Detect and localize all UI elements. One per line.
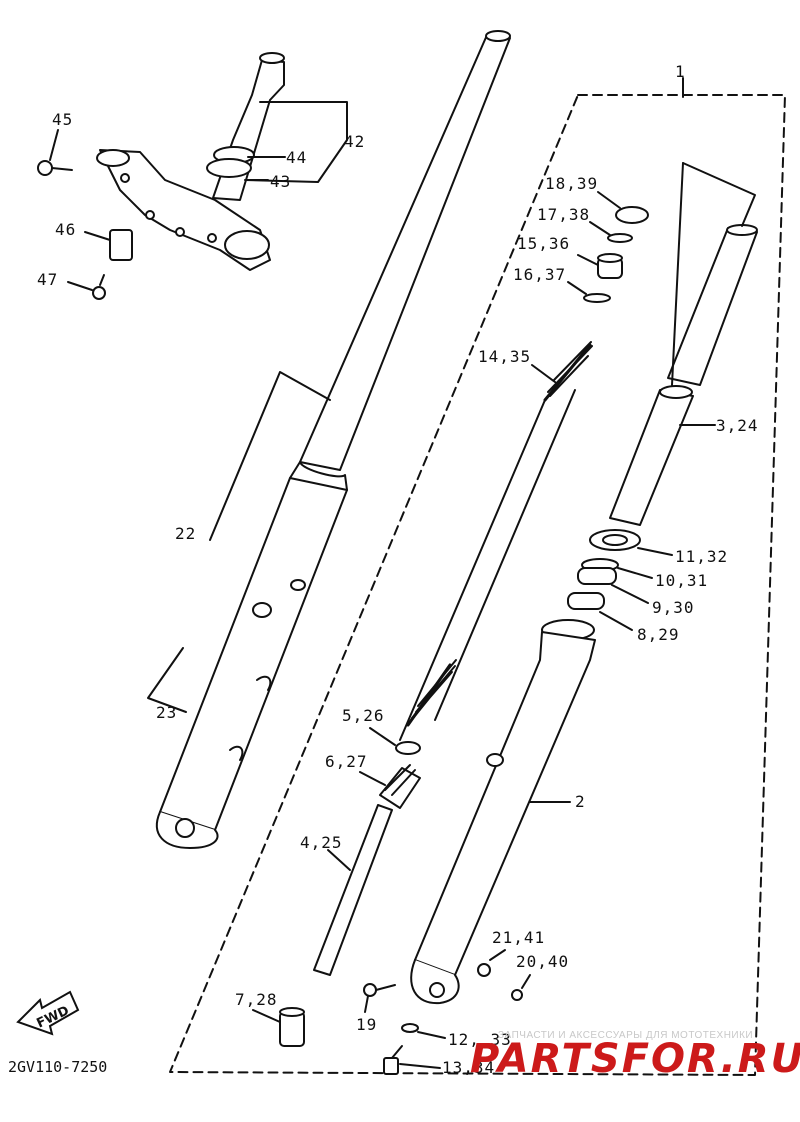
callout-22: 22	[175, 524, 197, 543]
spring-rod-line-a	[399, 399, 546, 741]
callout-1: 1	[675, 62, 686, 81]
leader-47	[67, 281, 93, 291]
washer-12-33	[401, 1023, 419, 1033]
bolt-19	[363, 983, 396, 997]
seal-9-30	[577, 567, 617, 585]
seal-11-32	[589, 529, 641, 551]
bolt-45	[37, 160, 73, 176]
callout-14-35: 14,35	[478, 347, 532, 366]
inner-tube-3-24	[609, 224, 758, 526]
callout-45: 45	[52, 110, 74, 129]
callout-47: 47	[37, 270, 59, 289]
leader-10-31	[617, 567, 653, 579]
leader-4-25	[327, 849, 351, 871]
callout-10-31: 10,31	[655, 571, 709, 590]
leader-5-26	[369, 727, 396, 746]
callout-4-25: 4,25	[300, 833, 343, 852]
callout-16-37: 16,37	[513, 265, 567, 284]
leader-17-38	[589, 221, 611, 236]
callout-6-27: 6,27	[325, 752, 368, 771]
callout-11-32: 11,32	[675, 547, 729, 566]
clamp-46	[109, 229, 133, 261]
cap-18-39	[615, 206, 649, 224]
callout-18-39: 18,39	[545, 174, 599, 193]
leader-9-30	[611, 584, 649, 604]
callout-43: 43	[270, 172, 292, 191]
screw-20-40	[511, 989, 523, 1001]
leader-19	[364, 995, 369, 1013]
o-ring-16-37	[583, 293, 611, 303]
leader-11-32	[637, 547, 673, 556]
callout-9-30: 9,30	[652, 598, 695, 617]
callout-13-34: 13,34	[442, 1058, 496, 1077]
outer-slider-2	[410, 619, 596, 1005]
outer-fork-tube-22	[155, 30, 511, 849]
washer-8-29	[567, 592, 605, 610]
clip-17-38	[607, 233, 633, 243]
callout-21-41: 21,41	[492, 928, 546, 947]
leader-21-41	[489, 949, 506, 961]
callout-20-40: 20,40	[516, 952, 570, 971]
oil-lock-7-28	[279, 1007, 305, 1047]
washer-21-41	[477, 963, 491, 977]
callout-3-24: 3,24	[716, 416, 759, 435]
bushing-15-36	[597, 253, 623, 279]
leader-45	[49, 129, 59, 161]
callout-17-38: 17,38	[537, 205, 591, 224]
fork-spring-lower	[406, 659, 457, 727]
leader-7-28	[252, 1009, 281, 1023]
callout-12-33: 12, 33	[448, 1030, 512, 1049]
callout-19: 19	[356, 1015, 378, 1034]
leader-6-27	[359, 771, 386, 786]
leader-20-40	[521, 974, 531, 989]
callout-5-26: 5,26	[342, 706, 385, 725]
watermark-logo: PARTSFOR.RU	[470, 1036, 800, 1082]
callout-7-28: 7,28	[235, 990, 278, 1009]
leader-3-24	[682, 162, 756, 227]
spring-rod-line-b	[434, 389, 576, 721]
leader-3-24b	[671, 162, 684, 386]
leader-13-34	[399, 1063, 441, 1069]
callout-2: 2	[575, 792, 586, 811]
steering-stem-42	[96, 52, 285, 271]
washer-5-26	[395, 741, 421, 755]
leader-23	[147, 647, 187, 713]
fwd-arrow-icon	[16, 990, 80, 1036]
leader-22	[209, 371, 331, 541]
watermark-caption: ЗАПЧАСТИ И АКСЕССУАРЫ ДЛЯ МОТОТЕХНИКИ	[498, 1030, 754, 1041]
callout-44: 44	[286, 148, 308, 167]
leader-15-36	[577, 254, 599, 266]
bolt-13-34	[383, 1045, 403, 1075]
fork-spring-upper	[543, 341, 593, 402]
leader-8-29	[599, 611, 633, 631]
leader-12-33	[417, 1031, 446, 1039]
callout-42: 42	[344, 132, 366, 151]
callout-8-29: 8,29	[637, 625, 680, 644]
assembly-boundary-1	[169, 94, 786, 1076]
callout-15-36: 15,36	[517, 234, 571, 253]
callout-23: 23	[156, 703, 178, 722]
damper-rod-4-25	[313, 804, 393, 976]
piston-ring-6-27	[379, 764, 421, 809]
leader-46	[84, 231, 111, 241]
diagram-code: 2GV110-7250	[8, 1058, 108, 1076]
leader-16-37	[567, 281, 587, 295]
leader-42	[244, 101, 348, 183]
leader-18-39	[597, 191, 621, 209]
bolt-47	[92, 274, 106, 300]
callout-46: 46	[55, 220, 77, 239]
leader-14-35	[531, 364, 556, 383]
